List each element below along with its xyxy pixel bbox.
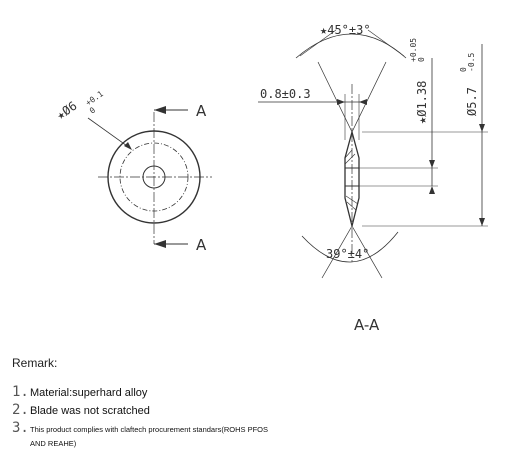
remark-number: 1. <box>12 384 29 400</box>
remark-text-continuation: AND REAHE) <box>30 439 77 448</box>
angle-bottom-label: 39°±4° <box>326 247 369 261</box>
remark-item: 1. Material:superhard alloy <box>12 384 502 400</box>
front-view <box>87 106 212 248</box>
remark-text: This product complies with claftech proc… <box>30 425 269 434</box>
remark-item: 2. Blade was not scratched <box>12 402 502 418</box>
technical-drawing: ★Ø6 +0.1 0 A A ★45°±3° 0.8±0.3 ★Ø1.38 +0… <box>54 23 488 334</box>
front-diameter-tol-lower: 0 <box>88 105 97 115</box>
thickness-label: 0.8±0.3 <box>260 87 311 101</box>
front-diameter-label: ★Ø6 <box>54 99 80 123</box>
section-view <box>258 29 488 279</box>
angle-top-label: ★45°±3° <box>320 23 371 37</box>
front-diameter-tol-upper: +0.1 <box>84 89 105 108</box>
remark-item: 3. This product complies with claftech p… <box>12 420 502 436</box>
blade-profile <box>344 129 360 227</box>
bore-tol-lower: 0 <box>417 57 426 62</box>
remark-number: 2. <box>12 402 29 418</box>
section-mark-bottom: A <box>196 236 207 254</box>
remark-text: Blade was not scratched <box>30 405 150 417</box>
remark-text: Material:superhard alloy <box>30 387 148 399</box>
outer-tol-lower: -0.5 <box>467 53 476 72</box>
remarks-block: Remark: 1. Material:superhard alloy 2. B… <box>12 356 502 448</box>
section-mark-top: A <box>196 102 207 120</box>
outer-tol-upper: 0 <box>459 67 468 72</box>
section-title: A-A <box>354 316 380 334</box>
bore-tol-upper: +0.05 <box>409 38 418 62</box>
remarks-title: Remark: <box>12 356 58 370</box>
outer-diameter-label: Ø5.7 <box>465 87 479 116</box>
bore-diameter-label: ★Ø1.38 <box>415 81 429 124</box>
remark-number: 3. <box>12 420 29 436</box>
